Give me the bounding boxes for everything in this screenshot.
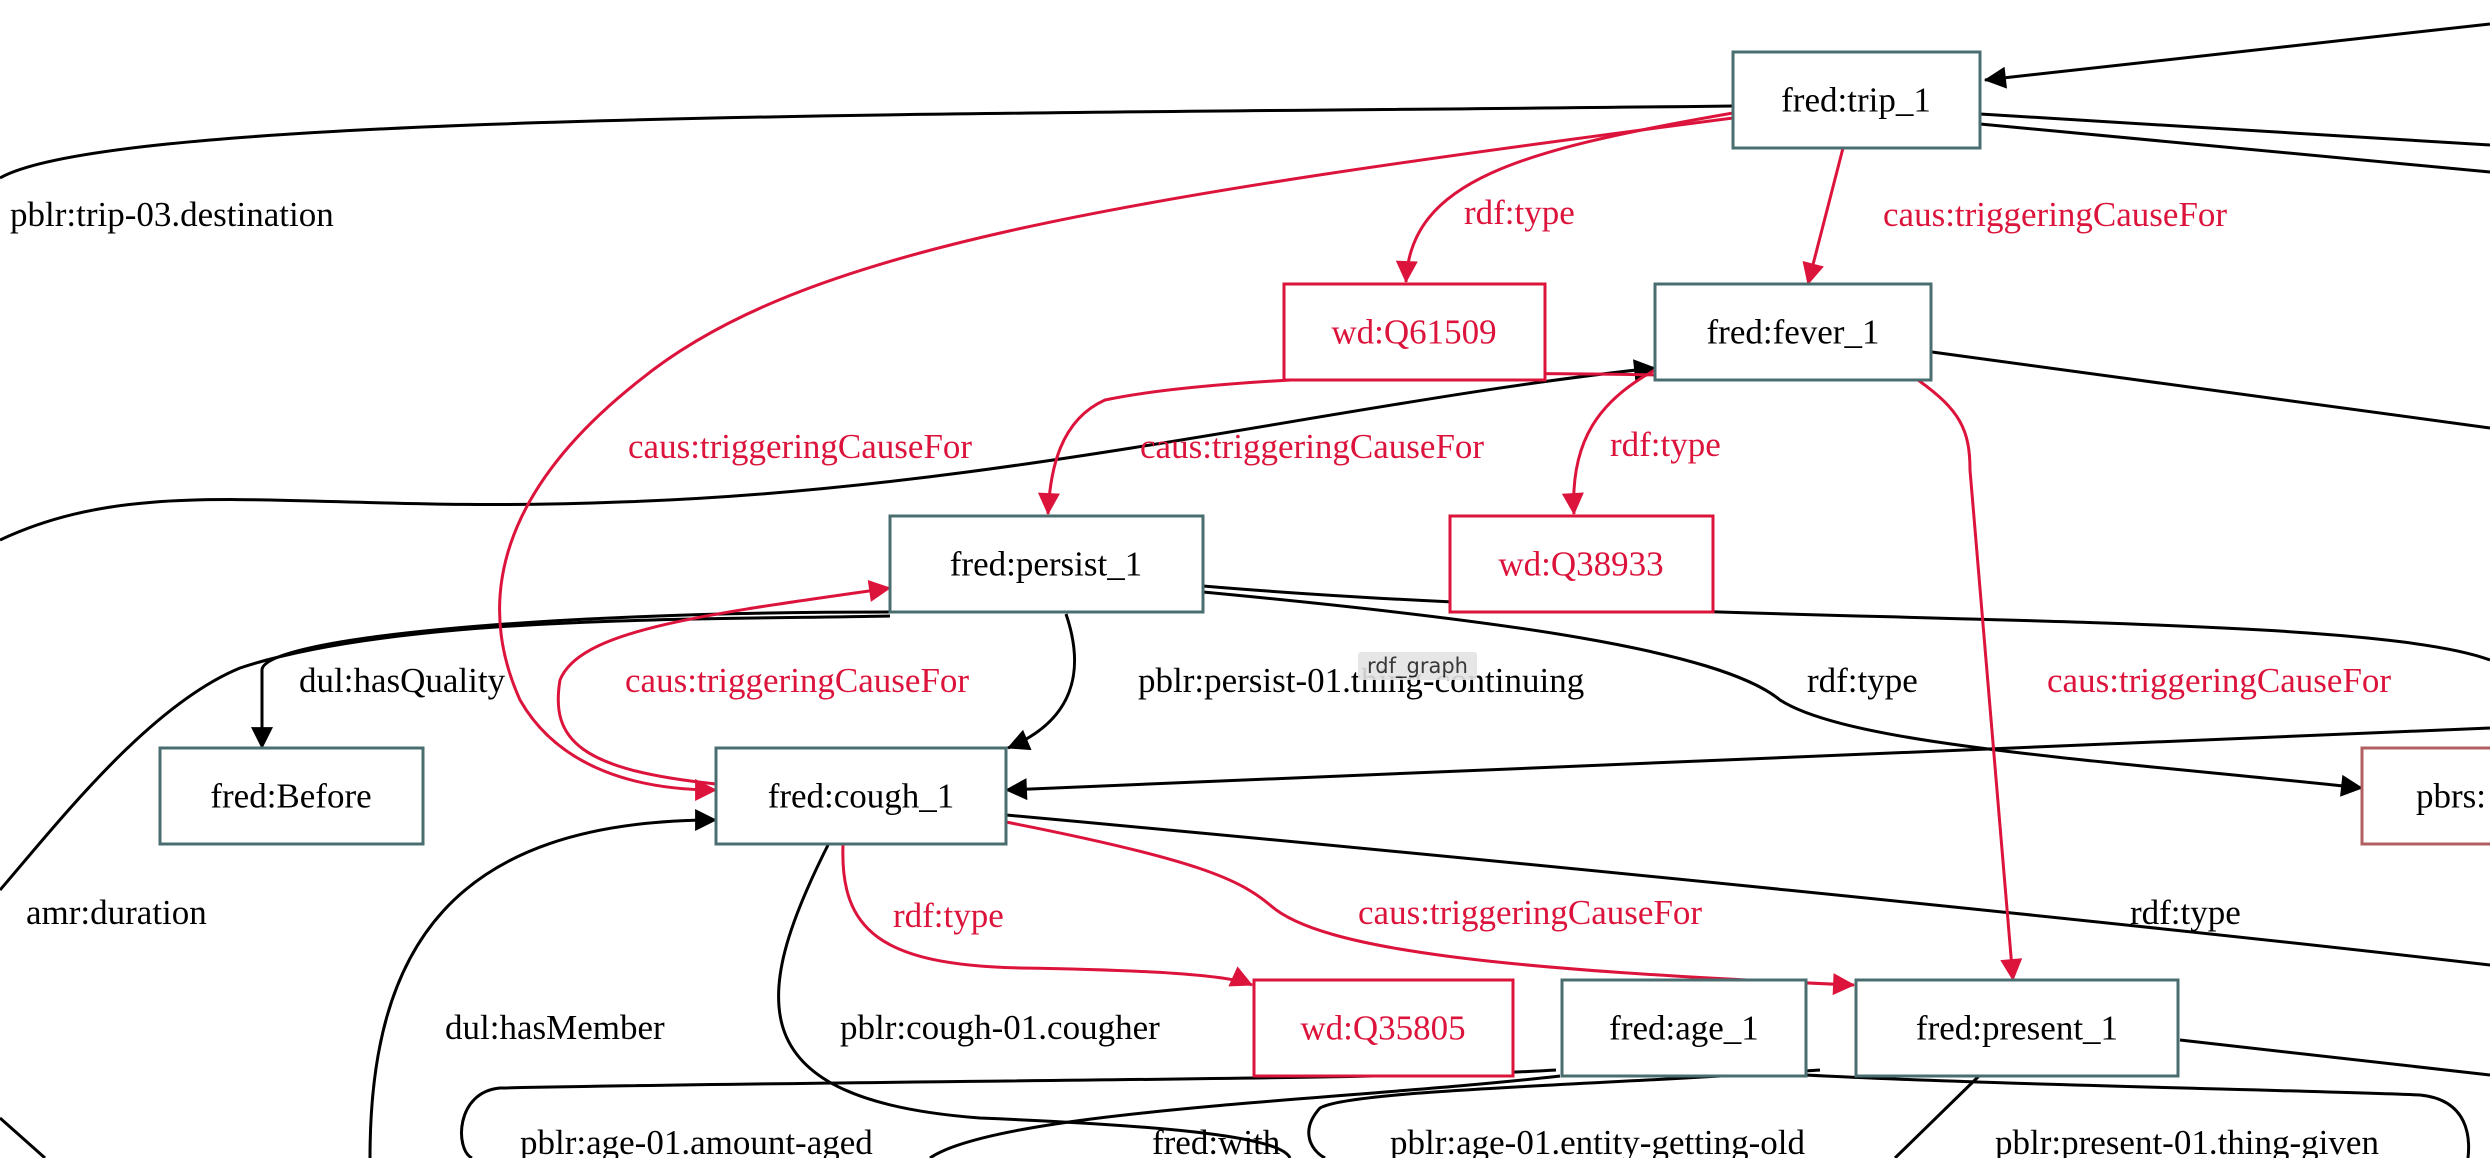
node-before-label: fred:Before	[210, 777, 371, 816]
edge-label: dul:hasQuality	[299, 661, 506, 700]
node-before[interactable]: fred:Before	[158, 746, 425, 846]
edge-trip-destination	[0, 104, 1734, 180]
edge-persist-cough	[1006, 613, 1077, 751]
edge-age-right	[1804, 1073, 2471, 1158]
node-pbrs-label: pbrs:	[2416, 777, 2486, 816]
edge-fever-present	[1917, 378, 2023, 982]
edge-cough-down	[777, 844, 1292, 1158]
edges-black	[0, 22, 2490, 1158]
edge-label: fred:with	[1152, 1123, 1281, 1158]
edge-into-cough	[1004, 726, 2490, 801]
edge-label: caus:triggeringCauseFor	[1358, 893, 1702, 932]
edge-label: pblr:trip-03.destination	[10, 195, 334, 234]
edge-label: dul:hasMember	[445, 1008, 665, 1047]
node-q35805[interactable]: wd:Q35805	[1252, 978, 1515, 1078]
edge-left-bottom	[0, 1116, 46, 1158]
node-persist-label: fred:persist_1	[950, 545, 1142, 584]
edge-label: caus:triggeringCauseFor	[1883, 195, 2227, 234]
node-fever[interactable]: fred:fever_1	[1653, 282, 1933, 382]
edge-labels: pblr:trip-03.destination rdf:type caus:t…	[10, 193, 2391, 1158]
edge-label: amr:duration	[26, 893, 207, 932]
edge-into-trip	[1983, 22, 2490, 89]
edge-label: pblr:age-01.amount-aged	[520, 1123, 873, 1158]
node-q61509[interactable]: wd:Q61509	[1282, 282, 1547, 382]
edge-label: caus:triggeringCauseFor	[2047, 661, 2391, 700]
edge-cough-right	[1005, 813, 2490, 967]
node-q61509-label: wd:Q61509	[1331, 313, 1496, 352]
edge-fever-q38933	[1561, 368, 1656, 516]
node-persist[interactable]: fred:persist_1	[888, 514, 1205, 614]
edge-label: pblr:present-01.thing-given	[1995, 1123, 2379, 1158]
edge-trip-right-1	[1979, 112, 2490, 147]
edge-label: rdf:type	[1464, 193, 1575, 232]
edge-label: pblr:cough-01.cougher	[840, 1008, 1160, 1047]
edge-label: rdf:type	[2130, 893, 2241, 932]
node-q35805-label: wd:Q35805	[1300, 1009, 1465, 1048]
node-trip[interactable]: fred:trip_1	[1731, 50, 1982, 150]
node-pbrs[interactable]: pbrs:	[2360, 746, 2490, 846]
node-q38933-label: wd:Q38933	[1498, 545, 1663, 584]
edges-red	[498, 111, 2023, 996]
edge-trip-fever	[1802, 147, 1845, 286]
edge-present-right	[2179, 1038, 2490, 1077]
edge-fever-right	[1931, 350, 2490, 430]
edge-trip-right-2	[1979, 122, 2490, 174]
node-age-label: fred:age_1	[1609, 1009, 1759, 1048]
edge-cough-q35805	[841, 844, 1254, 987]
node-cough[interactable]: fred:cough_1	[714, 746, 1008, 846]
edge-persist-right	[1202, 584, 2490, 662]
node-trip-label: fred:trip_1	[1781, 81, 1931, 120]
node-present-label: fred:present_1	[1916, 1009, 2118, 1048]
edge-present-down	[1893, 1073, 1982, 1158]
edge-persist-pbrs	[1202, 590, 2364, 797]
hover-tooltip: rdf_graph	[1358, 652, 1477, 680]
edge-into-fever	[0, 359, 1657, 542]
edge-label: caus:triggeringCauseFor	[628, 427, 972, 466]
edge-hasmember	[368, 809, 718, 1158]
edge-label: pblr:age-01.entity-getting-old	[1390, 1123, 1806, 1158]
nodes: fred:trip_1 fred:fever_1 wd:Q61509 fred:…	[158, 50, 2490, 1078]
node-age[interactable]: fred:age_1	[1560, 978, 1808, 1078]
edge-cough-persist	[556, 580, 892, 786]
node-q38933[interactable]: wd:Q38933	[1448, 514, 1715, 614]
edge-label: caus:triggeringCauseFor	[625, 661, 969, 700]
edge-label: rdf:type	[1807, 661, 1918, 700]
edge-label: rdf:type	[893, 896, 1004, 935]
edge-label: caus:triggeringCauseFor	[1140, 427, 1484, 466]
node-cough-label: fred:cough_1	[768, 777, 955, 816]
edge-trip-cough	[498, 116, 1734, 801]
edge-age-loop-2	[929, 1074, 1561, 1158]
edge-persist-left-long	[0, 614, 891, 891]
node-present[interactable]: fred:present_1	[1854, 978, 2180, 1078]
edge-age-present-loop	[1307, 1068, 1821, 1158]
edge-label: rdf:type	[1610, 425, 1721, 464]
node-fever-label: fred:fever_1	[1707, 313, 1880, 352]
edge-cough-present	[1005, 820, 1856, 996]
